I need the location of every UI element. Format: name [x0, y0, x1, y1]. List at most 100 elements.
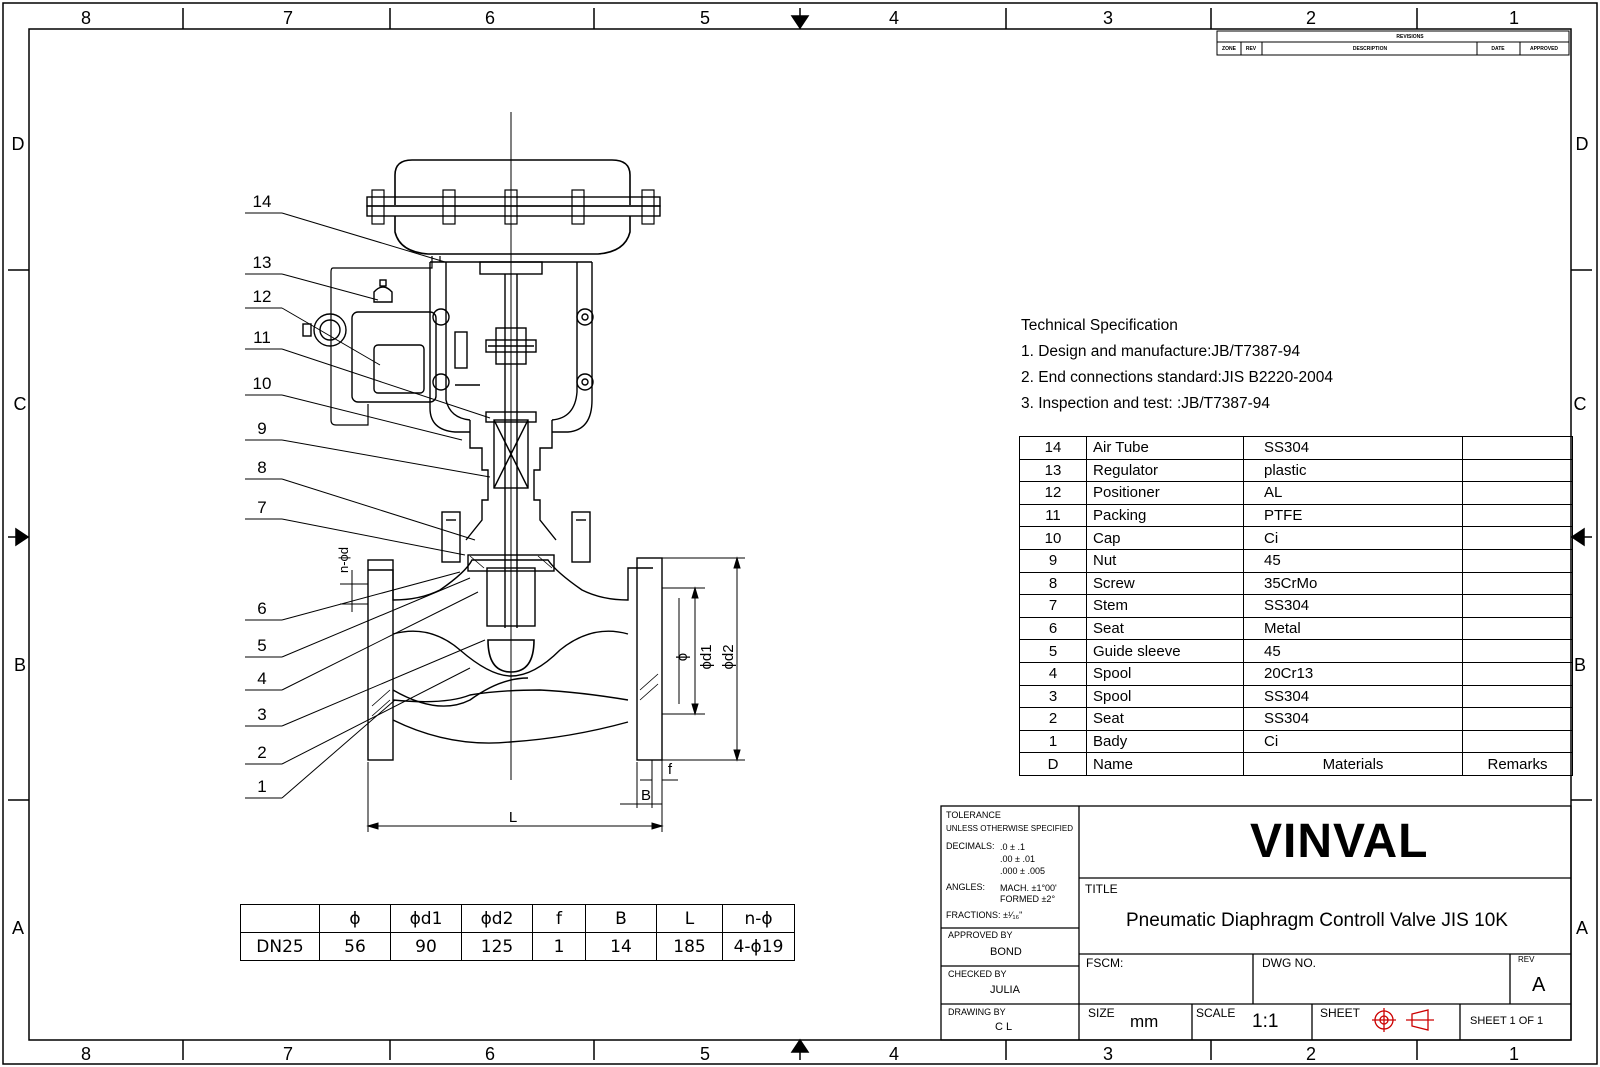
balloon-2: 2: [257, 743, 266, 762]
header-name: Name: [1086, 752, 1244, 776]
zone-row-right: D: [1576, 134, 1589, 154]
dim-cell: 185: [656, 932, 723, 961]
zone-col-top: 1: [1509, 8, 1519, 28]
part-remarks: [1462, 684, 1573, 709]
zone-col-top: 2: [1306, 8, 1316, 28]
part-material: SS304: [1243, 707, 1463, 731]
part-name: Guide sleeve: [1086, 639, 1244, 663]
zone-col-bottom: 8: [81, 1044, 91, 1064]
dim-B: B: [641, 787, 651, 804]
part-material: 45: [1243, 548, 1463, 573]
part-name: Spool: [1086, 661, 1244, 686]
zone-col-bottom: 2: [1306, 1044, 1316, 1064]
part-material: SS304: [1243, 684, 1463, 709]
part-no: 8: [1019, 571, 1087, 596]
part-no: 5: [1019, 639, 1087, 663]
drawing-title: Pneumatic Diaphragm Controll Valve JIS 1…: [1126, 910, 1508, 931]
fractions-label: FRACTIONS: ±¹⁄₁₆": [946, 910, 1023, 920]
drawing-by-value: C L: [995, 1021, 1013, 1033]
part-material: Ci: [1243, 729, 1463, 754]
dim-nphid: n-ϕd: [336, 547, 351, 573]
part-remarks: [1462, 571, 1573, 596]
dim-header: L: [656, 904, 723, 933]
balloon-10: 10: [253, 374, 272, 393]
dim-phi: ϕ: [674, 653, 691, 661]
decimals-value: .000 ± .005: [1000, 866, 1045, 876]
part-no: 12: [1019, 481, 1087, 505]
dimension-labels: L ϕ ϕd1 ϕd2 f B n-ϕd: [336, 547, 737, 826]
balloon-12: 12: [253, 287, 272, 306]
part-name: Regulator: [1086, 458, 1244, 483]
dim-L: L: [509, 809, 517, 826]
spec-line: 3. Inspection and test: :JB/T7387-94: [1021, 395, 1271, 412]
size-label: SIZE: [1088, 1006, 1115, 1020]
sheet-number: SHEET 1 OF 1: [1470, 1015, 1544, 1027]
balloon-11: 11: [253, 328, 271, 347]
dim-cell: 4-ϕ19: [722, 932, 795, 961]
balloon-3: 3: [257, 705, 266, 724]
tolerance-label: TOLERANCE: [946, 810, 1001, 820]
table-header-row: ϕ ϕd1 ϕd2 f B L n-ϕ: [240, 904, 795, 933]
zone-col-top: 8: [81, 8, 91, 28]
checked-by-label: CHECKED BY: [948, 969, 1007, 979]
part-remarks: [1462, 661, 1573, 686]
dim-cell: DN25: [240, 932, 320, 961]
zone-ticks: [8, 8, 1592, 1060]
header-remarks: Remarks: [1462, 752, 1573, 776]
zone-col-top: 5: [700, 8, 710, 28]
projection-symbol-icon: [1372, 1008, 1434, 1032]
spec-line: 2. End connections standard:JIS B2220-20…: [1021, 369, 1333, 386]
part-no: 6: [1019, 616, 1087, 641]
title-block-lines: [940, 805, 1572, 1041]
rev-label: REV: [1518, 955, 1535, 964]
part-name: Bady: [1086, 729, 1244, 754]
dim-header: n-ϕ: [722, 904, 795, 933]
approved-by-label: APPROVED BY: [948, 930, 1013, 940]
decimals-value: .0 ± .1: [1000, 842, 1025, 852]
part-remarks: [1462, 616, 1573, 641]
company-name: VINVAL: [1250, 815, 1429, 868]
revisions-text: REVISIONS ZONE REV DESCRIPTION DATE APPR…: [1222, 34, 1558, 52]
dim-f: f: [668, 761, 673, 778]
dim-d1: ϕd1: [698, 644, 715, 669]
part-name: Nut: [1086, 548, 1244, 573]
part-name: Packing: [1086, 503, 1244, 528]
part-remarks: [1462, 526, 1573, 550]
sheet-label: SHEET: [1320, 1006, 1361, 1020]
revisions-title: REVISIONS: [1396, 34, 1424, 40]
centering-arrows: [8, 8, 1592, 1060]
angles-label: ANGLES:: [946, 882, 986, 892]
table-row: DN25 56 90 125 1 14 185 4-ϕ19: [240, 932, 795, 961]
scale-value: 1:1: [1252, 1011, 1279, 1032]
dim-header: ϕd1: [390, 904, 462, 933]
part-name: Screw: [1086, 571, 1244, 596]
spec-line: 1. Design and manufacture:JB/T7387-94: [1021, 343, 1301, 360]
zone-col-bottom: 7: [283, 1044, 293, 1064]
approved-by-value: BOND: [990, 946, 1022, 958]
part-material: 20Cr13: [1243, 661, 1463, 686]
balloon-14: 14: [253, 192, 272, 211]
revisions-header: REV: [1246, 46, 1257, 52]
revisions-header: DATE: [1491, 46, 1505, 52]
title-label: TITLE: [1085, 882, 1118, 896]
dim-cell: 56: [319, 932, 391, 961]
part-material: SS304: [1243, 436, 1463, 460]
dim-header: [240, 904, 320, 933]
spec-title: Technical Specification: [1021, 317, 1178, 334]
technical-specification: Technical Specification 1. Design and ma…: [1021, 317, 1333, 413]
zone-row-left: D: [12, 134, 25, 154]
dim-cell: 90: [390, 932, 462, 961]
part-name: Seat: [1086, 616, 1244, 641]
zone-row-right: B: [1574, 655, 1586, 675]
part-name: Spool: [1086, 684, 1244, 709]
dim-d2: ϕd2: [720, 644, 737, 669]
part-material: plastic: [1243, 458, 1463, 483]
zone-col-top: 3: [1103, 8, 1113, 28]
balloon-4: 4: [257, 669, 266, 688]
zone-col-top: 4: [889, 8, 899, 28]
dim-cell: 14: [585, 932, 657, 961]
part-material: PTFE: [1243, 503, 1463, 528]
